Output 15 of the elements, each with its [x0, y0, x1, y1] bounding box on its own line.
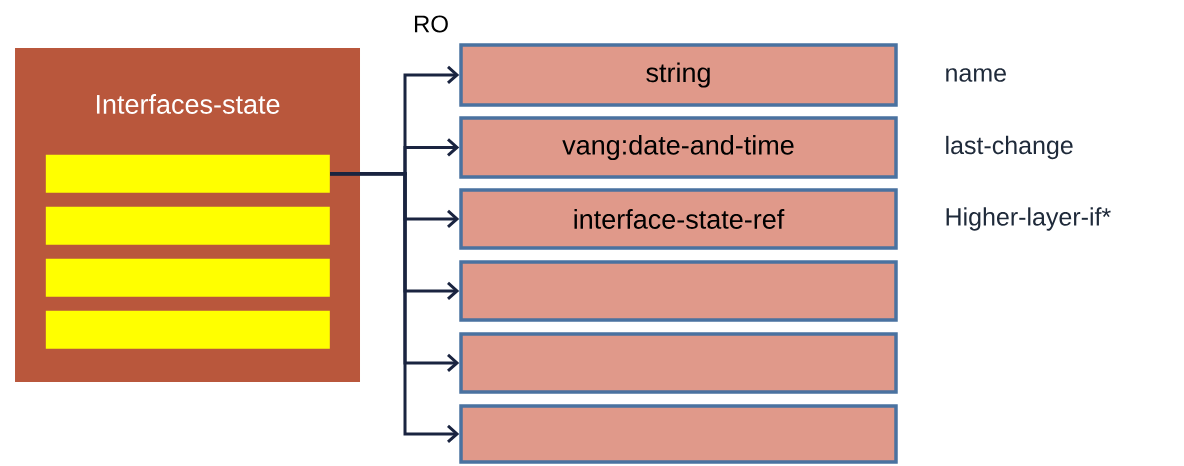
- field-box: [459, 332, 898, 394]
- field-bar: [45, 206, 330, 245]
- field-box: [459, 260, 898, 322]
- field-bar: [45, 310, 330, 349]
- field-box: [459, 404, 898, 464]
- side-label: last-change: [946, 135, 1073, 160]
- field-box: string: [459, 43, 898, 107]
- side-label: Higher-layer-if*: [946, 207, 1111, 231]
- field-box: interface-state-ref: [459, 188, 898, 250]
- side-label: name: [946, 68, 1006, 82]
- field-box: vang:date-and-time: [459, 116, 898, 179]
- access-label: RO: [415, 15, 448, 33]
- field-bar: [45, 258, 330, 297]
- arrow: [330, 172, 460, 444]
- field-bar: [45, 154, 330, 193]
